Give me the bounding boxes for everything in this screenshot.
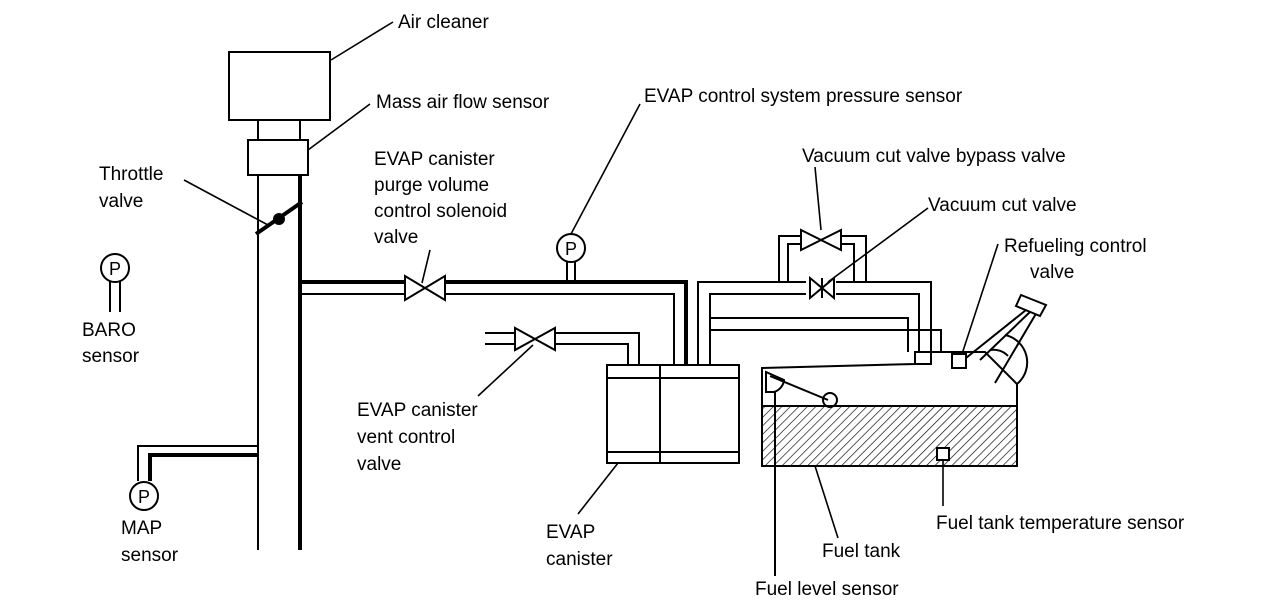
label-map-2: sensor: [121, 545, 179, 566]
label-throttle-valve-1: Throttle: [99, 164, 163, 185]
label-fuel-tank-temp: Fuel tank temperature sensor: [936, 513, 1185, 534]
label-map-1: MAP: [121, 518, 162, 539]
intake-duct: [257, 120, 302, 550]
labels: Air cleaner Mass air flow sensor Throttl…: [82, 12, 1185, 600]
map-sensor-p: P: [138, 487, 150, 507]
label-purge-2: purge volume: [374, 175, 489, 196]
air-cleaner: [228, 51, 331, 121]
vent-line: [485, 332, 640, 365]
label-fuel-level: Fuel level sensor: [755, 579, 899, 600]
evap-pressure-sensor-symbol: P: [556, 233, 586, 282]
label-refueling-1: Refueling control: [1004, 236, 1147, 257]
label-baro-2: sensor: [82, 346, 140, 367]
baro-sensor-symbol: P: [100, 253, 130, 312]
label-vent-1: EVAP canister: [357, 400, 478, 421]
label-purge-1: EVAP canister: [374, 149, 495, 170]
label-refueling-2: valve: [1030, 262, 1074, 283]
throttle-valve-symbol: [254, 200, 304, 236]
purge-line: [300, 280, 688, 365]
label-baro-1: BARO: [82, 320, 136, 341]
purge-volume-control-solenoid-valve: [404, 274, 446, 302]
tank-fittings: [914, 351, 967, 369]
refueling-filler-neck: [965, 293, 1048, 385]
map-sensor-symbol: P: [129, 445, 258, 511]
label-purge-4: valve: [374, 227, 418, 248]
fuel-tank-temperature-sensor-symbol: [936, 447, 950, 461]
vacuum-cut-valve: [806, 275, 836, 301]
label-mass-air-flow-sensor: Mass air flow sensor: [376, 92, 550, 113]
label-vacuum-cut-bypass: Vacuum cut valve bypass valve: [802, 146, 1066, 167]
label-canister-1: EVAP: [546, 522, 595, 543]
label-vent-3: valve: [357, 454, 401, 475]
label-air-cleaner: Air cleaner: [398, 12, 489, 33]
fuel-level-sensor-symbol: [765, 370, 838, 576]
evap-canister: [606, 364, 740, 464]
label-purge-3: control solenoid: [374, 201, 507, 222]
vent-control-valve: [514, 326, 556, 352]
mass-air-flow-sensor: [247, 139, 309, 176]
fuel-tank: [761, 351, 1018, 467]
label-vacuum-cut-valve: Vacuum cut valve: [928, 195, 1077, 216]
label-vent-2: vent control: [357, 427, 455, 448]
label-throttle-valve-2: valve: [99, 191, 143, 212]
leader-lines: [183, 21, 999, 539]
vacuum-cut-valve-bypass-valve: [800, 228, 842, 252]
label-evap-pressure-sensor: EVAP control system pressure sensor: [644, 86, 963, 107]
evap-pressure-sensor-p: P: [565, 239, 577, 259]
label-canister-2: canister: [546, 549, 613, 570]
vacuum-cut-loop: [778, 235, 867, 282]
baro-sensor-p: P: [109, 259, 121, 279]
label-fuel-tank: Fuel tank: [822, 541, 901, 562]
